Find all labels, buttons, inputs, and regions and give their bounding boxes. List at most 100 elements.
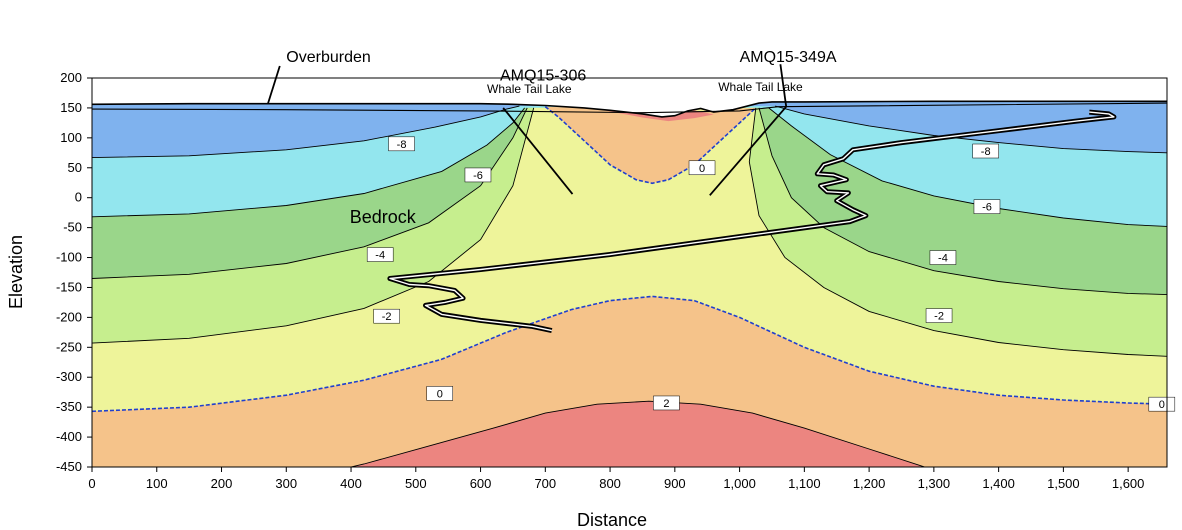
y-tick-label: -200 <box>56 309 82 324</box>
x-tick-label: 900 <box>664 476 686 491</box>
band-above-2 <box>351 401 925 467</box>
y-tick-label: -150 <box>56 279 82 294</box>
x-tick-label: 1,500 <box>1047 476 1080 491</box>
contour-label-text: 0 <box>1159 399 1165 411</box>
contour-label-4: 0 <box>426 386 454 401</box>
contour-label-9: -2 <box>925 308 953 323</box>
contour-line-minus-2-6 <box>92 107 535 344</box>
x-tick-label: 1,300 <box>918 476 951 491</box>
contour-label-box <box>373 308 400 324</box>
contour-label-box <box>426 386 454 401</box>
contour-label-text: -6 <box>982 202 992 214</box>
contour-label-7: -6 <box>973 199 1001 214</box>
y-tick-label: -400 <box>56 429 82 444</box>
overburden-base-line <box>92 102 1167 114</box>
annotation-5: Bedrock <box>350 207 417 227</box>
contour-lines <box>92 100 1167 467</box>
x-tick-label: 0 <box>88 476 95 491</box>
contour-label-10: 2 <box>653 395 680 411</box>
contour-label-box <box>366 247 394 262</box>
contour-line-0-8 <box>92 295 1167 413</box>
y-tick-label: -350 <box>56 399 82 414</box>
contour-label-box <box>929 250 957 265</box>
y-tick-label: -300 <box>56 369 82 384</box>
band-0-to-2 <box>92 296 1167 467</box>
contour-label-text: 0 <box>437 388 443 400</box>
x-tick-label: 1,400 <box>982 476 1015 491</box>
contour-label-text: 2 <box>663 398 669 410</box>
y-axis-title: Elevation <box>6 235 26 309</box>
borehole-line-0 <box>502 107 574 195</box>
contour-line-minus-4-5 <box>758 107 1167 296</box>
annotation-leader-2 <box>779 64 788 107</box>
y-tick-label: 100 <box>60 130 82 145</box>
contour-label-box <box>688 160 716 176</box>
x-tick-label: 800 <box>599 476 621 491</box>
annotation-2: AMQ15-349A <box>740 49 837 66</box>
contour-label-box <box>388 136 415 152</box>
annotation-3: Whale Tail Lake <box>487 82 572 96</box>
contour-line-minus-8-1 <box>775 105 1167 154</box>
contour-line-minus-6-2 <box>92 107 525 218</box>
x-tick-label: 1,600 <box>1112 476 1145 491</box>
contour-label-text: -4 <box>375 250 385 262</box>
band-0-bowl <box>545 106 756 184</box>
y-tick-label: -50 <box>63 220 82 235</box>
borehole-line-1 <box>709 106 787 196</box>
plot-frame <box>91 77 1168 468</box>
x-tick-label: 700 <box>534 476 556 491</box>
x-tick-label: 600 <box>470 476 492 491</box>
y-tick-label: -100 <box>56 250 82 265</box>
y-tick-label: 0 <box>75 190 82 205</box>
x-tick-label: 100 <box>146 476 168 491</box>
contour-label-6: -8 <box>972 143 999 159</box>
y-tick-label: -250 <box>56 339 82 354</box>
x-tick-label: 1,200 <box>853 476 886 491</box>
contour-label-0: -8 <box>388 136 415 152</box>
contour-label-box <box>972 143 999 159</box>
contour-label-11: 0 <box>1148 396 1176 412</box>
contour-label-box <box>1148 396 1176 412</box>
annotation-4: Whale Tail Lake <box>718 80 803 94</box>
ground-surface-line <box>92 100 1167 118</box>
contour-label-text: -8 <box>981 146 991 158</box>
borehole-trace-inner-2 <box>389 111 1115 332</box>
x-tick-label: 300 <box>275 476 297 491</box>
contour-line-minus-6-3 <box>768 107 1167 227</box>
contour-label-text: -6 <box>473 170 483 182</box>
contour-label-box <box>464 167 492 183</box>
contour-label-text: -8 <box>397 139 407 151</box>
x-tick-label: 200 <box>211 476 233 491</box>
contour-label-1: -6 <box>464 167 492 183</box>
contour-line-minus-8-0 <box>92 105 520 159</box>
y-tick-label: -450 <box>56 459 82 474</box>
y-tick-label: 150 <box>60 100 82 115</box>
y-tick-label: 200 <box>60 70 82 85</box>
contour-line-minus-2-7 <box>748 107 1167 357</box>
x-tick-label: 400 <box>340 476 362 491</box>
contour-labels: -8 -6 -4 -2 0 0 -8 -6 -4 -2 2 0 <box>366 136 1176 412</box>
contour-label-text: -4 <box>938 253 948 265</box>
contour-label-text: -2 <box>382 311 392 323</box>
contour-label-box <box>925 308 953 323</box>
x-tick-label: 500 <box>405 476 427 491</box>
contour-label-text: 0 <box>699 163 705 175</box>
x-axis: 0 100 200 300 400 500 600 700 800 900 1,000 1,100 1,… <box>88 467 1144 491</box>
annotation-1: AMQ15-306 <box>500 67 586 84</box>
contour-label-2: -4 <box>366 247 394 262</box>
y-axis: 200 150 100 50 0 -50 -100 -150 -200 -250 -300 -350 -… <box>56 70 92 474</box>
x-axis-title: Distance <box>577 510 647 530</box>
sky-mask <box>92 78 1167 117</box>
contour-line-2-10 <box>349 400 927 467</box>
contour-line-minus-4-4 <box>92 107 528 279</box>
x-tick-label: 1,000 <box>723 476 756 491</box>
contour-label-3: -2 <box>373 308 400 324</box>
y-tick-label: 50 <box>68 160 82 175</box>
contour-label-text: -2 <box>934 311 944 323</box>
boreholes <box>387 106 1117 334</box>
contour-fill-bands <box>92 78 1167 467</box>
annotation-0: Overburden <box>286 49 371 66</box>
x-tick-label: 1,100 <box>788 476 821 491</box>
contour-label-8: -4 <box>929 250 957 265</box>
